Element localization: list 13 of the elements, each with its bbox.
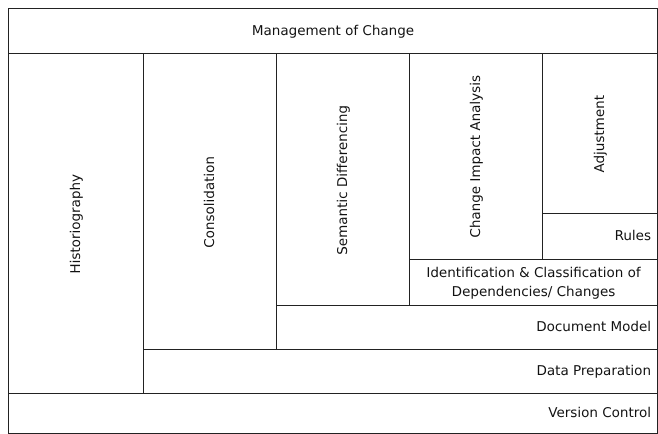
layer-label: Semantic Differencing [334, 104, 352, 254]
layer-label: Consolidation [200, 156, 219, 248]
layer-label: Document Model [536, 318, 651, 337]
layer-label: Adjustment [590, 94, 609, 172]
layer-label: Change Impact Analysis [466, 75, 485, 238]
layer-label: Data Preparation [536, 362, 651, 381]
layer-label: Version Control [548, 404, 651, 423]
layer-box [8, 393, 658, 434]
layer-label: Identification & Classification of Dependencies/ Changes [425, 264, 642, 302]
layer-label: Historiography [66, 174, 85, 274]
layer-box [8, 8, 658, 54]
layer-label: Management of Change [252, 22, 414, 40]
layer-label: Rules [614, 227, 651, 246]
